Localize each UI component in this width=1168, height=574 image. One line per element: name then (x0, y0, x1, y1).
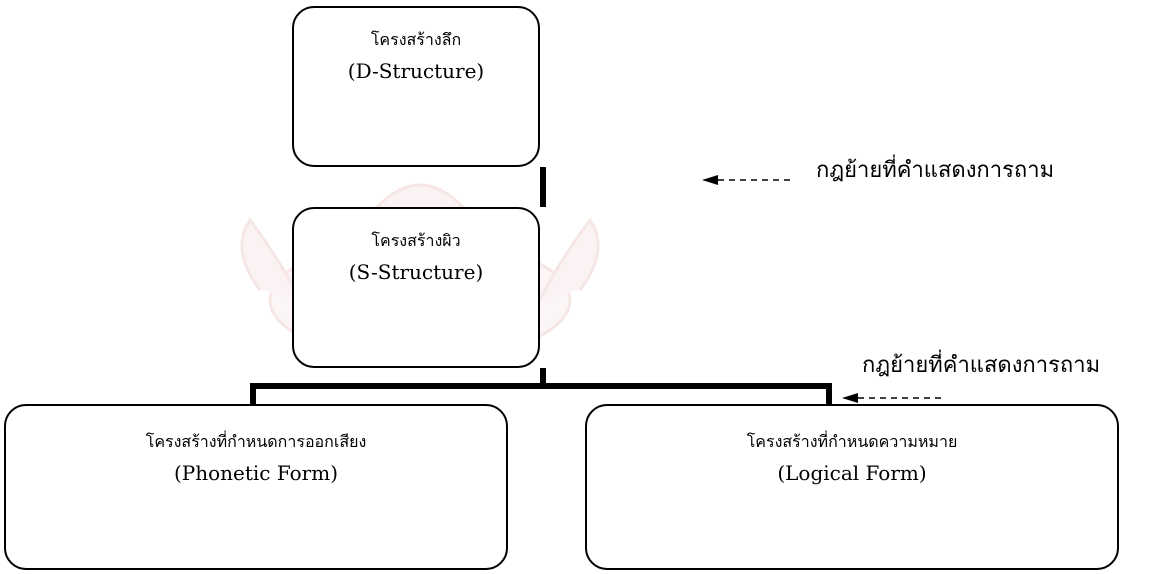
phonetic-form-box: โครงสร้างที่กำหนดการออกเสียง (Phonetic F… (4, 404, 508, 570)
dashed-arrow-2 (842, 393, 942, 403)
logical-form-box: โครงสร้างที่กำหนดความหมาย (Logical Form) (585, 404, 1119, 570)
movement-rule-label-1: กฎย้ายที่คำแสดงการถาม (816, 158, 1055, 183)
s-structure-thai-label: โครงสร้างผิว (371, 231, 461, 250)
d-structure-thai-label: โครงสร้างลึก (370, 30, 462, 49)
movement-rule-label-2: กฎย้ายที่คำแสดงการถาม (862, 353, 1101, 378)
dashed-arrow-1 (702, 175, 795, 185)
phonetic-form-thai-label: โครงสร้างที่กำหนดการออกเสียง (145, 432, 367, 451)
s-structure-english-label: (S-Structure) (348, 260, 484, 284)
logical-form-thai-label: โครงสร้างที่กำหนดความหมาย (746, 432, 958, 451)
s-structure-box: โครงสร้างผิว (S-Structure) (292, 207, 540, 368)
branch-connector (250, 383, 832, 404)
phonetic-form-english-label: (Phonetic Form) (173, 461, 339, 485)
d-structure-box: โครงสร้างลึก (D-Structure) (292, 6, 540, 167)
d-structure-english-label: (D-Structure) (347, 59, 485, 83)
logical-form-english-label: (Logical Form) (777, 461, 927, 485)
